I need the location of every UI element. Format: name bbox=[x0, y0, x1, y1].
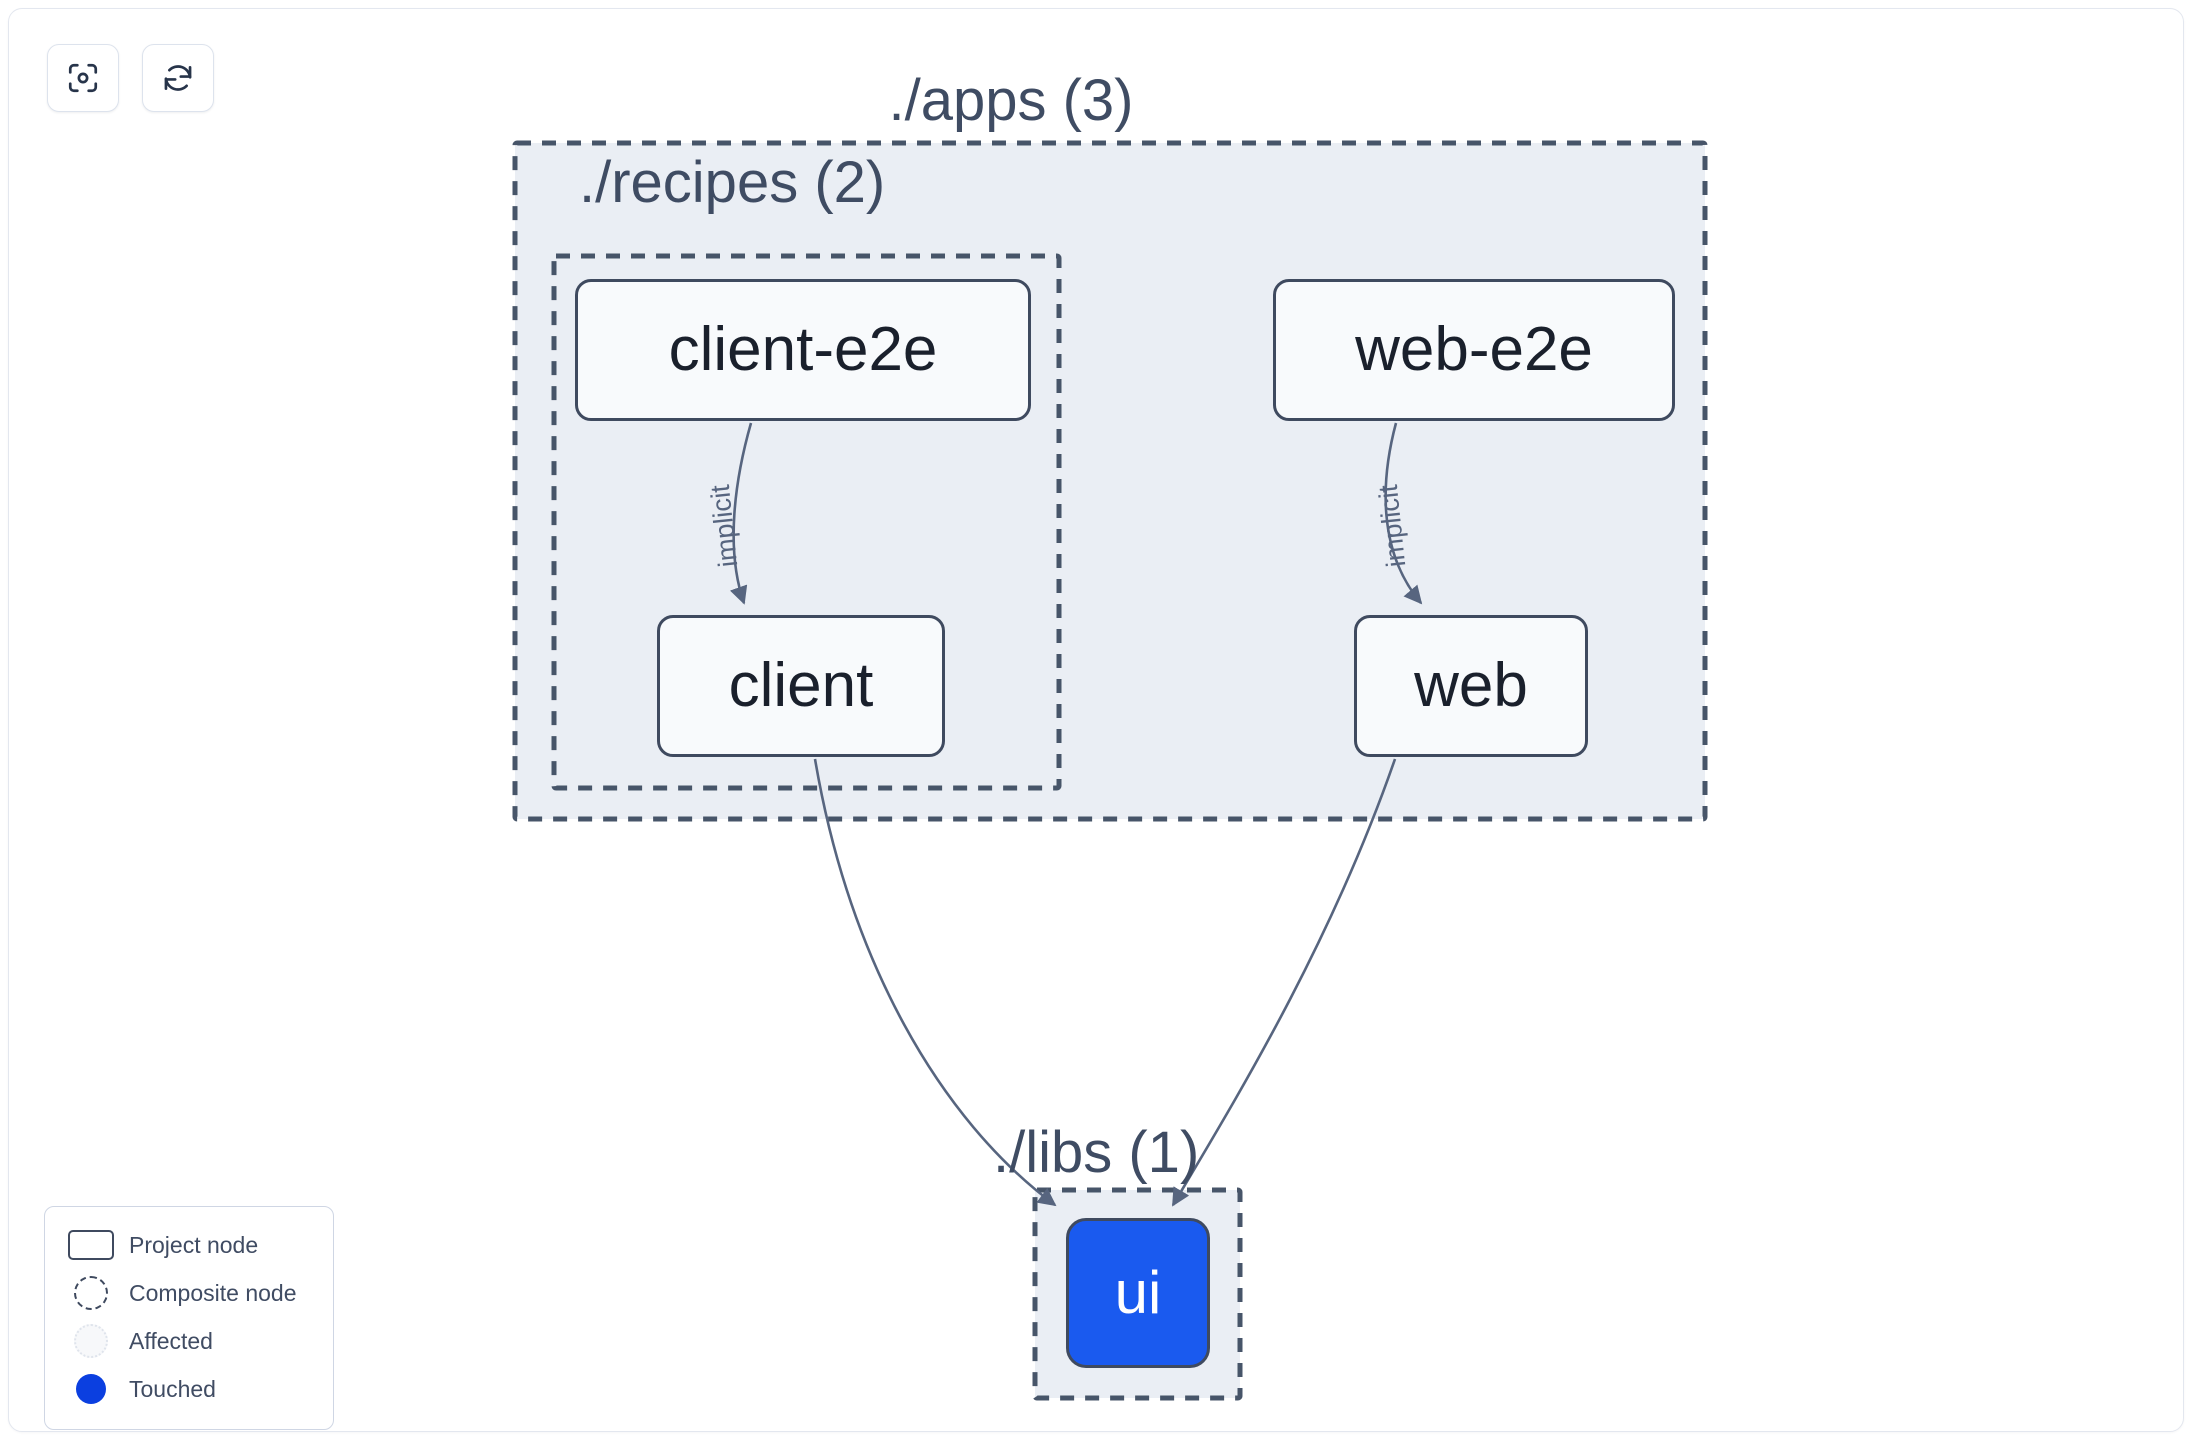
project-node-client[interactable]: client bbox=[657, 615, 945, 757]
project-node-web-e2e[interactable]: web-e2e bbox=[1273, 279, 1675, 421]
node-label: client-e2e bbox=[668, 315, 938, 384]
affected-swatch bbox=[65, 1324, 117, 1358]
legend-item-affected: Affected bbox=[65, 1317, 317, 1365]
graph-canvas-panel[interactable]: implicit implicit bbox=[8, 8, 2184, 1432]
project-node-client-e2e[interactable]: client-e2e bbox=[575, 279, 1031, 421]
graph-legend: Project node Composite node Affected Tou… bbox=[44, 1206, 334, 1430]
edge-web-to-ui[interactable] bbox=[1171, 758, 1397, 1207]
legend-label: Project node bbox=[129, 1231, 259, 1258]
project-node-ui[interactable]: ui bbox=[1066, 1218, 1210, 1368]
refresh-graph-button[interactable] bbox=[142, 44, 214, 112]
node-label: web bbox=[1414, 651, 1528, 720]
node-label: ui bbox=[1114, 1259, 1162, 1326]
project-node-swatch bbox=[65, 1230, 117, 1260]
graph-toolbar bbox=[47, 44, 214, 112]
node-label: web-e2e bbox=[1355, 315, 1593, 384]
legend-item-project-node: Project node bbox=[65, 1221, 317, 1269]
legend-item-touched: Touched bbox=[65, 1365, 317, 1413]
edge-client-to-ui[interactable] bbox=[813, 758, 1057, 1207]
legend-item-composite-node: Composite node bbox=[65, 1269, 317, 1317]
node-label: client bbox=[728, 651, 874, 720]
touched-swatch bbox=[65, 1374, 117, 1404]
edge-client-e2e-to-client[interactable] bbox=[729, 422, 753, 605]
project-node-web[interactable]: web bbox=[1354, 615, 1588, 757]
focus-graph-button[interactable] bbox=[47, 44, 119, 112]
focus-target-icon bbox=[66, 61, 100, 95]
legend-label: Touched bbox=[129, 1375, 216, 1402]
legend-label: Affected bbox=[129, 1327, 213, 1354]
legend-label: Composite node bbox=[129, 1279, 297, 1306]
refresh-icon bbox=[161, 61, 195, 95]
edge-web-e2e-to-web[interactable] bbox=[1384, 422, 1423, 605]
composite-node-swatch bbox=[65, 1276, 117, 1310]
